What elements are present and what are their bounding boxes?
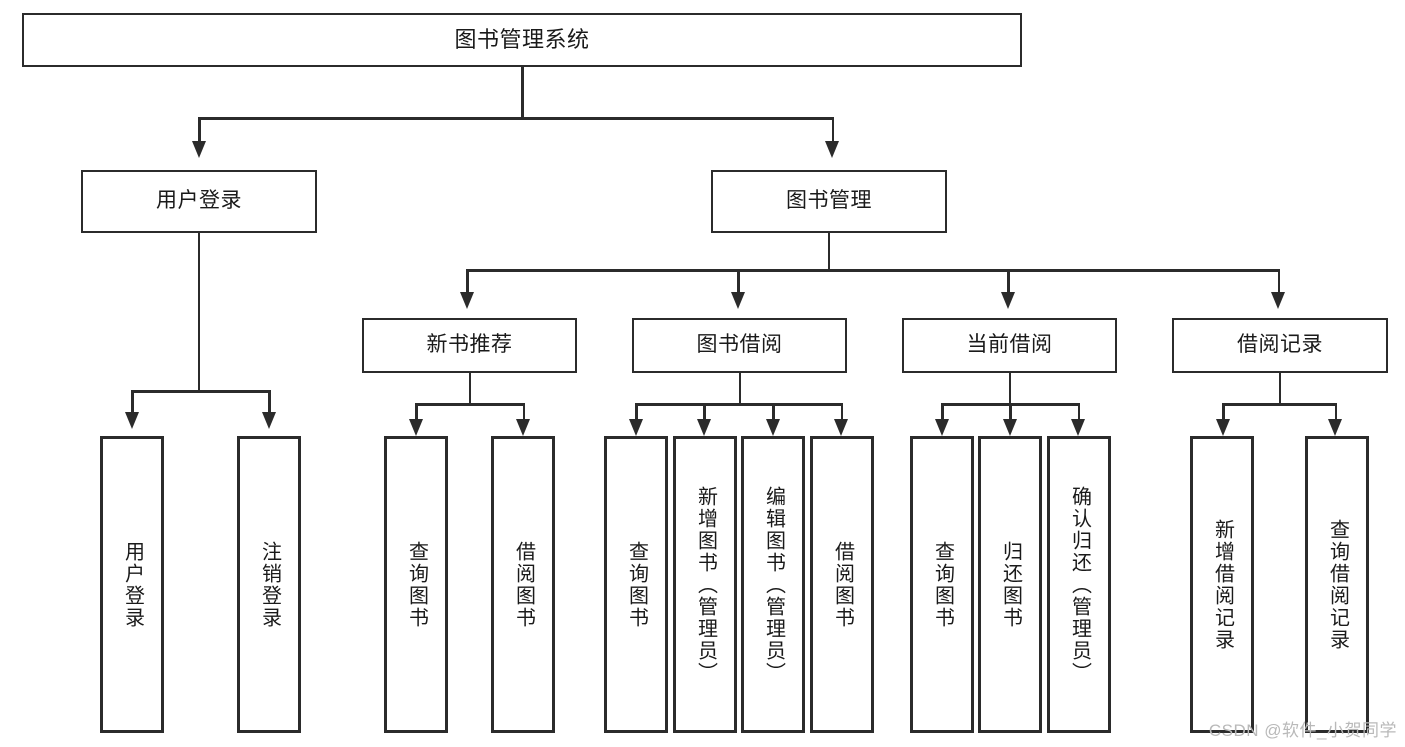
node-label: 用户登录: [156, 189, 242, 213]
connector-current-drop-2: [1009, 403, 1012, 421]
connector-borrow-drop-4: [840, 403, 843, 421]
leaf-label: 借阅图书: [512, 540, 535, 629]
arrowhead-current-borrow: [1000, 292, 1015, 309]
leaf-borrow-add-book[interactable]: 新增图书（管理员）: [673, 436, 737, 733]
arrowhead-new-book-recommend: [459, 292, 474, 309]
leaf-borrow-query-book[interactable]: 查询图书: [604, 436, 668, 733]
arrowhead-leaf-user-login: [124, 412, 139, 429]
arrowhead-leaf-logout: [261, 412, 276, 429]
connector-recommend-drop-2: [522, 403, 525, 421]
leaf-recommend-borrow-book[interactable]: 借阅图书: [491, 436, 555, 733]
arrowhead-leaf-add-record: [1215, 419, 1230, 436]
connector-user-login-stem: [197, 233, 200, 390]
leaf-current-confirm-return[interactable]: 确认归还（管理员）: [1047, 436, 1111, 733]
node-user-login[interactable]: 用户登录: [81, 170, 317, 233]
node-root-system[interactable]: 图书管理系统: [22, 13, 1022, 67]
connector-recommend-bus: [415, 403, 525, 406]
connector-borrow-drop-1: [635, 403, 638, 421]
arrowhead-leaf-confirm-return: [1071, 419, 1085, 436]
arrowhead-leaf-add-book: [696, 419, 711, 436]
node-new-book-recommend[interactable]: 新书推荐: [362, 318, 577, 373]
connector-record-drop-2: [1334, 403, 1337, 421]
leaf-label: 查询图书: [625, 540, 648, 629]
arrowhead-leaf-query-record: [1328, 419, 1342, 436]
node-label: 图书管理: [786, 189, 872, 213]
leaf-record-query[interactable]: 查询借阅记录: [1305, 436, 1369, 733]
node-label: 新书推荐: [426, 333, 513, 357]
leaf-record-add[interactable]: 新增借阅记录: [1190, 436, 1254, 733]
node-label: 借阅记录: [1237, 333, 1323, 357]
arrowhead-leaf-query-book-3: [934, 419, 949, 436]
connector-borrow-stem: [738, 373, 741, 403]
connector-user-login-bus: [131, 390, 270, 393]
arrowhead-book-borrow: [730, 292, 745, 309]
leaf-user-login[interactable]: 用户登录: [100, 436, 164, 733]
connector-record-stem: [1278, 373, 1281, 403]
connector-root-bus: [198, 117, 834, 120]
connector-current-drop-3: [1077, 403, 1080, 421]
node-label: 图书管理系统: [454, 27, 590, 53]
arrowhead-leaf-borrow-book-1: [516, 419, 530, 436]
leaf-label: 查询借阅记录: [1326, 518, 1349, 651]
leaf-current-return-book[interactable]: 归还图书: [978, 436, 1042, 733]
leaf-label: 确认归还（管理员）: [1068, 485, 1091, 684]
leaf-recommend-query-book[interactable]: 查询图书: [384, 436, 448, 733]
connector-borrow-drop-2: [703, 403, 706, 421]
arrowhead-user-login: [192, 141, 206, 158]
leaf-label: 归还图书: [999, 540, 1022, 629]
connector-recommend-stem: [468, 373, 471, 403]
arrowhead-book-mgmt: [825, 141, 839, 158]
arrowhead-borrow-record: [1271, 292, 1285, 309]
connector-book-mgmt-stem: [827, 233, 830, 269]
leaf-logout[interactable]: 注销登录: [237, 436, 301, 733]
leaf-label: 编辑图书（管理员）: [762, 485, 785, 684]
arrowhead-leaf-query-book-2: [628, 419, 643, 436]
arrowhead-leaf-query-book-1: [408, 419, 423, 436]
connector-current-drop-1: [941, 403, 944, 421]
leaf-label: 注销登录: [258, 540, 281, 629]
leaf-label: 借阅图书: [831, 540, 854, 629]
leaf-label: 查询图书: [405, 540, 428, 629]
connector-root-stem: [521, 67, 524, 117]
node-borrow-record[interactable]: 借阅记录: [1172, 318, 1388, 373]
leaf-borrow-edit-book[interactable]: 编辑图书（管理员）: [741, 436, 805, 733]
leaf-label: 新增图书（管理员）: [694, 485, 717, 684]
leaf-current-query-book[interactable]: 查询图书: [910, 436, 974, 733]
connector-recommend-drop-1: [415, 403, 418, 421]
node-label: 图书借阅: [696, 333, 783, 357]
node-label: 当前借阅: [966, 333, 1053, 357]
arrowhead-leaf-return-book: [1002, 419, 1017, 436]
node-book-management[interactable]: 图书管理: [711, 170, 947, 233]
connector-record-bus: [1222, 403, 1337, 406]
leaf-label: 用户登录: [121, 540, 144, 629]
leaf-label: 新增借阅记录: [1211, 518, 1234, 651]
connector-level3-drop-3: [1007, 269, 1010, 294]
connector-level3-drop-1: [466, 269, 469, 294]
connector-user-login-drop-2: [268, 390, 271, 414]
connector-borrow-bus: [635, 403, 843, 406]
connector-root-to-book-mgmt: [831, 117, 834, 143]
connector-level3-drop-4: [1277, 269, 1280, 294]
connector-level3-drop-2: [737, 269, 740, 294]
leaf-borrow-borrow-book[interactable]: 借阅图书: [810, 436, 874, 733]
node-current-borrow[interactable]: 当前借阅: [902, 318, 1117, 373]
connector-user-login-drop-1: [131, 390, 134, 414]
arrowhead-leaf-edit-book: [765, 419, 780, 436]
connector-current-stem: [1008, 373, 1011, 403]
connector-borrow-drop-3: [772, 403, 775, 421]
arrowhead-leaf-borrow-book-2: [834, 419, 848, 436]
leaf-label: 查询图书: [931, 540, 954, 629]
connector-root-to-user-login: [198, 117, 201, 143]
connector-record-drop-1: [1222, 403, 1225, 421]
node-book-borrow[interactable]: 图书借阅: [632, 318, 847, 373]
connector-level3-bus: [466, 269, 1280, 272]
